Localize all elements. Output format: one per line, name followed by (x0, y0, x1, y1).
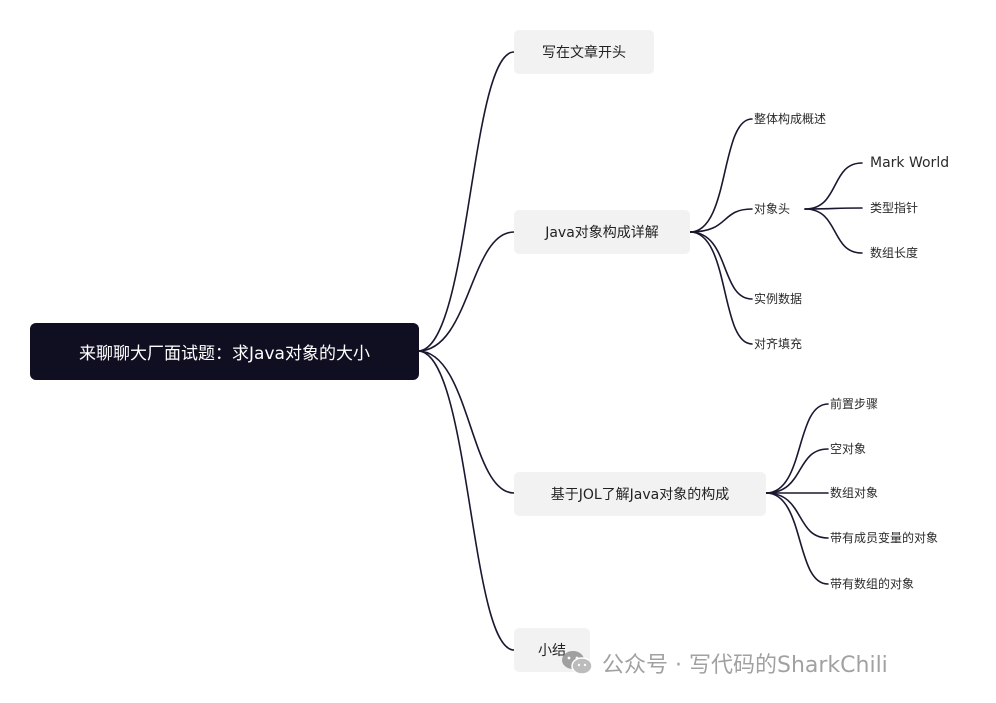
connector-jol-array-field (765, 492, 829, 585)
subtopic-instance-data[interactable]: 实例数据 (754, 292, 803, 306)
subtopic-padding[interactable]: 对齐填充 (754, 337, 803, 351)
watermark-text: 公众号 · 写代码的SharkChili (602, 653, 888, 678)
connector-java-padding (689, 231, 753, 345)
topic-jol-composition[interactable]: 基于JOL了解Java对象的构成 (514, 472, 766, 516)
connector-jol-empty (765, 448, 829, 494)
connector-jol-prestep (765, 403, 829, 494)
subtopic-object-header[interactable]: 对象头 (754, 202, 791, 216)
topic-label: 基于JOL了解Java对象的构成 (550, 487, 730, 503)
root-topic[interactable]: 来聊聊大厂面试题：求Java对象的大小 (30, 323, 419, 380)
subtopic-pre-steps[interactable]: 前置步骤 (830, 397, 879, 411)
watermark: 公众号 · 写代码的SharkChili (560, 646, 888, 680)
connector-header-markword (804, 162, 863, 210)
topic-write-at-start[interactable]: 写在文章开头 (514, 30, 654, 74)
connector-header-length (804, 208, 863, 254)
subtopic-type-pointer[interactable]: 类型指针 (870, 201, 919, 215)
topic-label: Java对象构成详解 (545, 225, 659, 241)
connector-jol-fields (765, 492, 829, 539)
connector-java-instance (689, 231, 753, 300)
subtopic-overview[interactable]: 整体构成概述 (754, 112, 827, 126)
connector-root-branch-4 (417, 350, 515, 651)
subtopic-object-with-fields[interactable]: 带有成员变量的对象 (830, 531, 939, 545)
topic-java-object-composition[interactable]: Java对象构成详解 (514, 210, 690, 254)
connector-root-branch-3 (417, 350, 515, 494)
connector-java-overview (689, 118, 753, 233)
root-topic-label: 来聊聊大厂面试题：求Java对象的大小 (79, 344, 370, 364)
connector-root-branch-1 (417, 51, 515, 352)
subtopic-object-with-array[interactable]: 带有数组的对象 (830, 577, 915, 591)
subtopic-array-length[interactable]: 数组长度 (870, 246, 919, 260)
wechat-icon (562, 651, 593, 675)
topic-label: 写在文章开头 (542, 45, 626, 61)
subtopic-array-object[interactable]: 数组对象 (830, 486, 879, 500)
connector-root-branch-2 (417, 231, 515, 352)
subtopic-empty-object[interactable]: 空对象 (830, 442, 867, 456)
connector-header-klass (804, 207, 863, 210)
topic-label: 小结 (538, 643, 566, 659)
subtopic-mark-word[interactable]: Mark World (870, 155, 950, 171)
connector-java-header (689, 208, 753, 233)
